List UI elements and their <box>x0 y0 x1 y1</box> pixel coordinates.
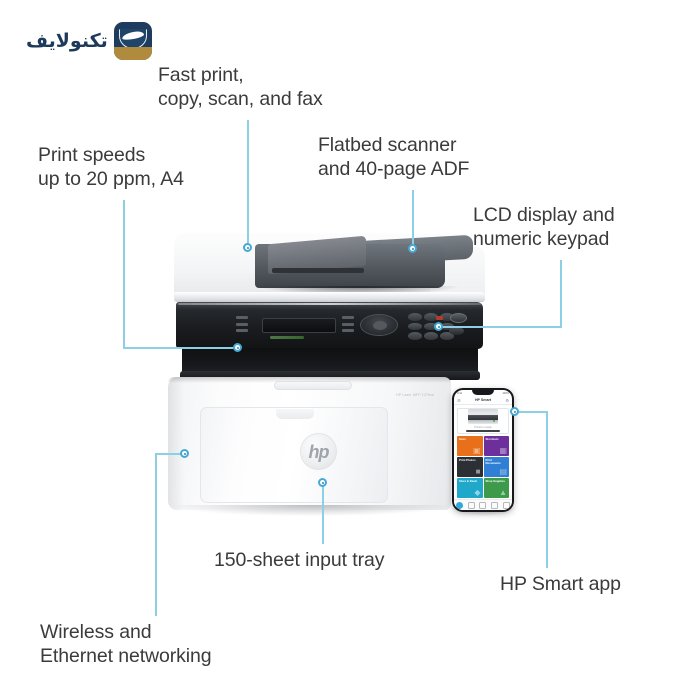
top-handle <box>274 381 352 390</box>
panel-left-buttons <box>236 316 248 332</box>
tile-label: Scan <box>459 436 466 441</box>
power-button <box>450 313 467 323</box>
door-grip-notch <box>276 409 314 419</box>
tile-scan[interactable]: Scan ▣ <box>457 436 483 456</box>
technolife-logo-text: تکنولایف <box>26 30 108 52</box>
gear-icon[interactable]: ⚙ <box>505 397 509 403</box>
callout-smart-app: HP Smart app <box>500 573 621 595</box>
leader-line-flatbed <box>412 190 414 248</box>
scan-tab[interactable] <box>479 501 487 509</box>
tile-print-photos[interactable]: Print Photos ■ <box>457 457 483 477</box>
callout-dot-print-speed <box>233 343 242 352</box>
tile-shortcuts[interactable]: Shortcuts ▦ <box>483 436 509 456</box>
front-access-door <box>200 407 388 503</box>
settings-tab[interactable] <box>502 501 510 509</box>
leader-line-print-speed-h <box>123 347 237 349</box>
callout-dot-networking <box>180 449 189 458</box>
callout-lcd: LCD display and numeric keypad <box>473 204 615 250</box>
tile-shop-supplies[interactable]: Shop Supplies ▲ <box>483 478 509 498</box>
printer-status-text: Printer is ready <box>474 425 492 429</box>
output-tray-lip <box>180 371 480 380</box>
callout-dot-lcd <box>434 322 443 331</box>
callout-dot-input-tray <box>318 478 327 487</box>
leader-line-lcd-h <box>438 326 562 328</box>
leader-line-input-tray <box>322 482 324 544</box>
navigation-pad <box>360 314 398 336</box>
status-battery: 100% <box>502 391 509 395</box>
callout-print-speed: Print speeds up to 20 ppm, A4 <box>38 144 184 190</box>
leader-line-smart-app-v <box>546 412 548 568</box>
tile-label: Shop Supplies <box>485 478 505 483</box>
status-time: 9:41 <box>457 391 463 395</box>
hp-logo-badge: hp <box>300 433 337 470</box>
chassis-top-shadow <box>168 377 451 383</box>
chassis-left-shading <box>168 377 184 510</box>
secondary-button <box>449 327 464 335</box>
leader-line-fast-print <box>247 120 249 247</box>
cancel-button-indicator <box>436 316 443 320</box>
leader-line-lcd-v <box>560 260 562 327</box>
callout-flatbed: Flatbed scanner and 40-page ADF <box>318 134 470 180</box>
document-icon: ▤ <box>499 466 507 476</box>
leader-line-smart-app-h <box>516 411 548 413</box>
printer-base-shadow <box>172 505 450 516</box>
callout-dot-fast-print <box>243 243 252 252</box>
tile-print-documents[interactable]: Print Documents ▤ <box>483 457 509 477</box>
printer-model-label: HP Laser MFP 137fnw <box>396 393 434 397</box>
printer-status-card[interactable]: Printer is ready <box>457 407 509 434</box>
smartphone-mockup: 9:41 100% ☰ HP Smart ⚙ Printer is ready … <box>452 388 514 512</box>
callout-input-tray: 150-sheet input tray <box>214 549 385 571</box>
technolife-logo[interactable]: تکنولایف <box>26 22 152 60</box>
tile-label: Print Photos <box>459 457 476 462</box>
photo-icon: ■ <box>475 466 481 476</box>
technolife-bowl-icon <box>113 22 152 60</box>
leader-line-print-speed-v <box>123 200 125 348</box>
grid-icon: ▦ <box>499 445 507 455</box>
hamburger-icon[interactable]: ☰ <box>457 397 461 403</box>
panel-function-buttons <box>342 316 354 332</box>
app-header: ☰ HP Smart ⚙ <box>454 396 512 405</box>
tile-label: Print Documents <box>485 457 501 465</box>
hp-logo-text: hp <box>308 441 330 462</box>
phone-screen: 9:41 100% ☰ HP Smart ⚙ Printer is ready … <box>454 390 512 510</box>
scan-icon: ▣ <box>472 445 481 455</box>
adf-shadow <box>258 286 458 295</box>
printer-card-divider <box>466 430 500 432</box>
phone-status-bar: 9:41 100% <box>454 390 512 396</box>
leader-line-networking-v <box>155 455 157 616</box>
app-title: HP Smart <box>474 398 492 402</box>
leader-line-networking-h <box>155 453 184 455</box>
print-tab[interactable] <box>467 501 475 509</box>
scanner-lid-edge <box>174 292 485 302</box>
callout-dot-smart-app <box>510 407 519 416</box>
app-tile-grid: Scan ▣ Shortcuts ▦ Print Photos ■ Print … <box>454 436 512 499</box>
control-panel-highlight <box>178 303 481 305</box>
home-tab[interactable] <box>456 501 464 509</box>
phone-shadow <box>450 508 516 516</box>
phone-notch <box>472 390 494 395</box>
callout-networking: Wireless and Ethernet networking <box>40 621 212 667</box>
panel-status-led <box>270 336 304 339</box>
printer-thumbnail-icon <box>468 409 498 425</box>
adf-paper-slot <box>272 268 364 273</box>
lcd-display <box>262 318 336 333</box>
tile-store-deals[interactable]: Store & Deals ◆ <box>457 478 483 498</box>
app-tab-bar <box>454 499 512 510</box>
cart-icon: ▲ <box>499 487 507 497</box>
tile-label: Shortcuts <box>485 436 499 441</box>
tile-label: Store & Deals <box>459 478 478 483</box>
tag-icon: ◆ <box>474 487 481 497</box>
shop-tab[interactable] <box>491 501 499 509</box>
callout-fast-print: Fast print, copy, scan, and fax <box>158 64 323 110</box>
callout-dot-flatbed <box>408 244 417 253</box>
